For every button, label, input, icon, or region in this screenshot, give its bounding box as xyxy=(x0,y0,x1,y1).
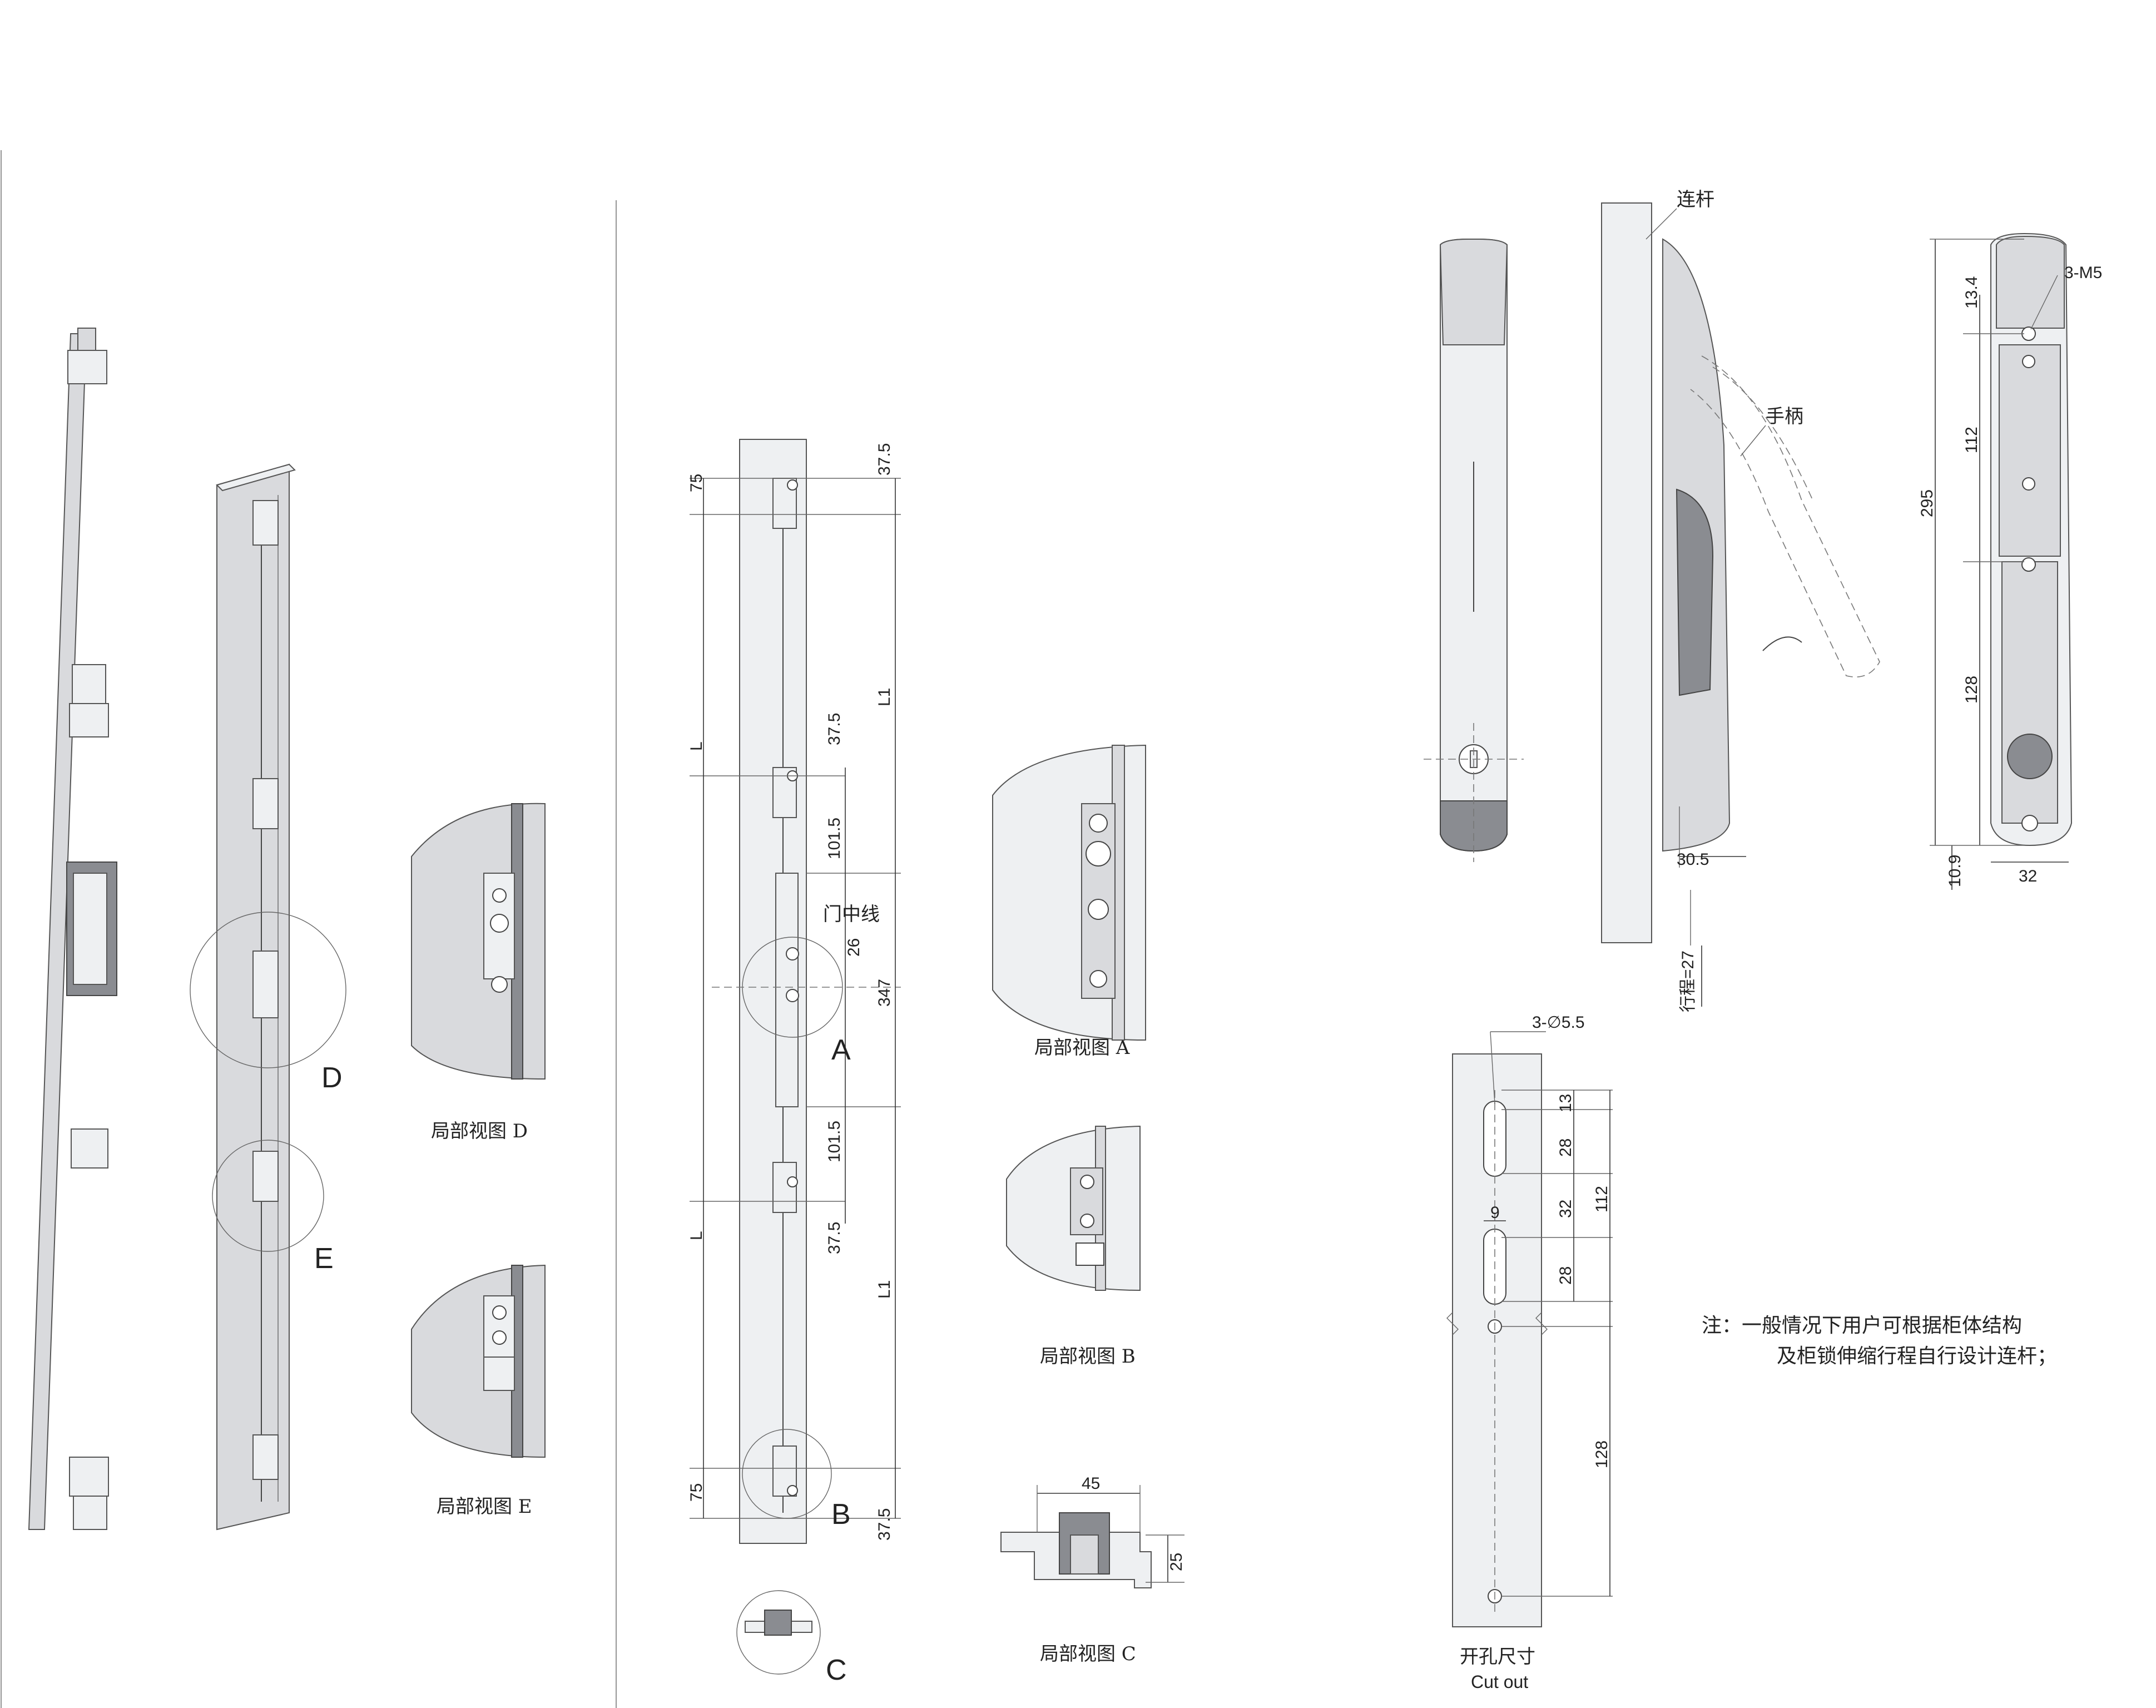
handle-front-view xyxy=(1424,239,1524,862)
dim-handle-128: 128 xyxy=(1962,676,1981,704)
svg-text:101.5: 101.5 xyxy=(825,1121,844,1162)
label-thread-3m5: 3-M5 xyxy=(2064,264,2102,282)
rod-assembly-exploded xyxy=(28,328,117,1530)
callout-c: C xyxy=(826,1654,847,1686)
caption-view-e: 局部视图 E xyxy=(437,1496,532,1518)
dim-view-c-45: 45 xyxy=(1082,1474,1100,1493)
caption-view-c: 局部视图 C xyxy=(1040,1643,1136,1665)
caption-cutout-cn: 开孔尺寸 xyxy=(1460,1646,1535,1668)
note-line-2: 及柜锁伸缩行程自行设计连杆； xyxy=(1777,1345,2057,1368)
callout-b: B xyxy=(831,1498,851,1531)
label-holes-3-5-5: 3-∅5.5 xyxy=(1532,1013,1585,1032)
dim-handle-32: 32 xyxy=(2019,867,2037,885)
label-handle: 手柄 xyxy=(1766,405,1803,428)
caption-view-d: 局部视图 D xyxy=(431,1120,528,1142)
cutout-plate xyxy=(1446,1031,1613,1627)
leader-handle xyxy=(1740,425,1766,457)
dim-cutout-112: 112 xyxy=(1593,1186,1611,1212)
dim-cutout-28b: 28 xyxy=(1557,1266,1575,1285)
note-line-1: 注：一般情况下用户可根据柜体结构 xyxy=(1702,1314,2022,1337)
dim-cutout-28a: 28 xyxy=(1557,1138,1575,1157)
svg-text:26: 26 xyxy=(845,938,863,957)
svg-text:37.5: 37.5 xyxy=(875,1508,894,1541)
frame-strip-with-rods xyxy=(190,463,346,1531)
label-link-rod: 连杆 xyxy=(1677,189,1714,211)
leader-link-rod xyxy=(1646,208,1677,240)
caption-cutout-en: Cut out xyxy=(1471,1672,1528,1692)
dim-handle-13-4: 13.4 xyxy=(1962,276,1981,309)
callout-e: E xyxy=(314,1242,334,1275)
caption-view-b: 局部视图 B xyxy=(1040,1345,1136,1368)
detail-view-d xyxy=(411,803,546,1080)
svg-text:37.5: 37.5 xyxy=(825,1222,844,1254)
callout-d: D xyxy=(321,1062,343,1094)
dim-cutout-128: 128 xyxy=(1593,1440,1611,1468)
dim-handle-295: 295 xyxy=(1918,489,1936,517)
detail-circle-e xyxy=(212,1140,324,1252)
dim-view-c-25: 25 xyxy=(1167,1553,1186,1571)
handle-rear-view xyxy=(1930,232,2073,890)
detail-view-e xyxy=(411,1264,546,1458)
callout-a: A xyxy=(831,1034,851,1066)
svg-text:75: 75 xyxy=(687,1483,706,1502)
dim-cutout-9: 9 xyxy=(1490,1204,1500,1222)
dim-cutout-32: 32 xyxy=(1557,1200,1575,1218)
dim-handle-10-9: 10.9 xyxy=(1946,855,1964,887)
dim-handle-112: 112 xyxy=(1962,427,1981,453)
svg-text:347: 347 xyxy=(875,979,894,1007)
detail-view-a xyxy=(992,744,1146,1041)
handle-side-view xyxy=(1601,202,1880,1007)
svg-text:37.5: 37.5 xyxy=(875,443,894,476)
label-stroke: 行程=27 xyxy=(1679,950,1697,1012)
svg-text:37.5: 37.5 xyxy=(825,713,844,745)
svg-text:L1: L1 xyxy=(875,1280,894,1299)
svg-text:L: L xyxy=(687,741,706,751)
detail-view-c xyxy=(1000,1485,1184,1588)
small-view-c xyxy=(736,1590,821,1675)
detail-circle-d xyxy=(190,912,346,1068)
svg-text:L: L xyxy=(687,1231,706,1240)
dim-handle-30-5: 30.5 xyxy=(1677,850,1709,869)
svg-text:75: 75 xyxy=(687,474,706,492)
dim-cutout-13: 13 xyxy=(1557,1094,1575,1112)
svg-text:L1: L1 xyxy=(875,688,894,706)
detail-view-b xyxy=(1006,1125,1141,1291)
label-door-centerline: 门中线 xyxy=(823,903,880,925)
svg-text:101.5: 101.5 xyxy=(825,818,844,859)
rod-dimension-view xyxy=(690,439,901,1544)
caption-view-a: 局部视图 A xyxy=(1034,1037,1130,1059)
rod-dimensions-text: 75 37.5 L L1 37.5 101.5 26 347 101.5 37.… xyxy=(687,443,894,1541)
